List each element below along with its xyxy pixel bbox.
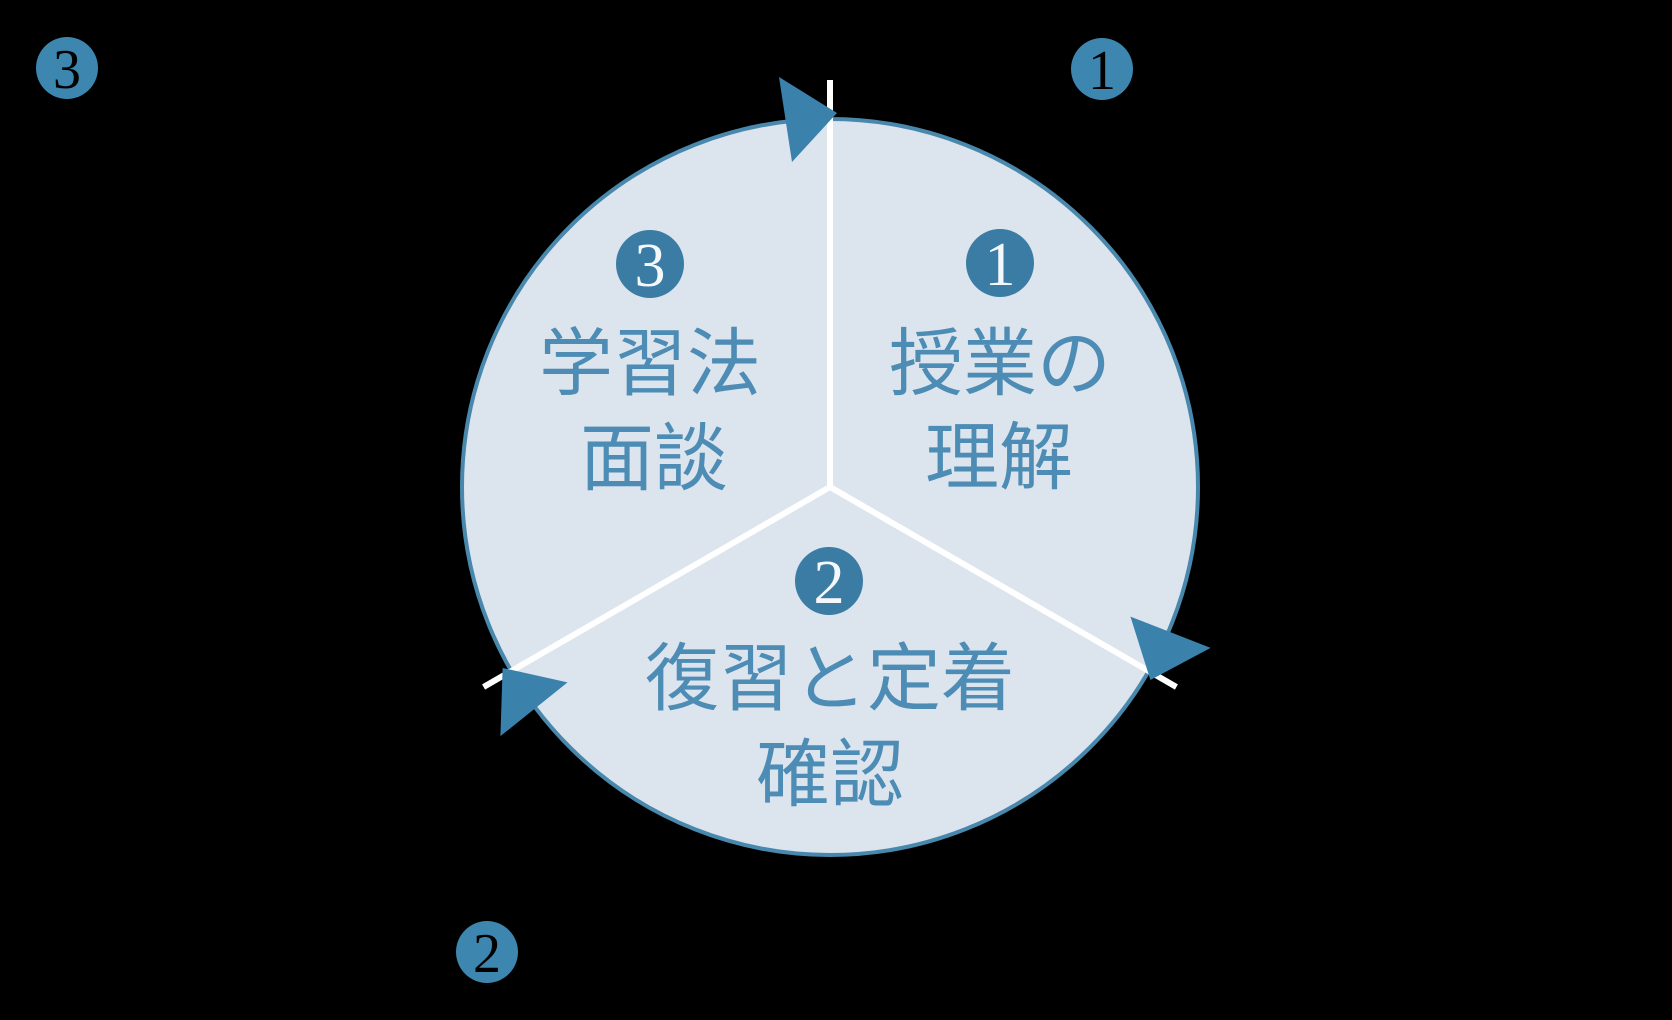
section-3-label-line2: 面談: [580, 419, 728, 501]
section-2-label-line1: 復習と定着: [645, 639, 1015, 721]
section-3-badge-number: 3: [635, 232, 666, 300]
cycle-arrows: [500, 77, 1211, 737]
outer-marker-2-badge: [456, 921, 518, 983]
section-2: 2 復習と定着 確認: [645, 547, 1015, 817]
section-2-badge-number: 2: [814, 549, 845, 617]
section-3-badge: [616, 230, 684, 298]
section-2-label-line2: 確認: [756, 735, 904, 817]
section-1-label-line1: 授業の: [889, 324, 1111, 406]
sector-dividers: [482, 80, 1178, 690]
divider-line-bottom-left: [482, 484, 832, 690]
section-3-label-line1: 学習法: [539, 324, 761, 406]
outer-marker-1: 1: [1071, 38, 1133, 102]
outer-marker-3-badge: [36, 37, 98, 99]
section-2-badge: [795, 547, 863, 615]
outer-marker-3: 3: [36, 37, 98, 101]
section-1-label-line2: 理解: [925, 418, 1073, 500]
outer-marker-3-number: 3: [53, 39, 81, 101]
outer-marker-1-number: 1: [1088, 40, 1116, 102]
clockwise-arrow-bottom-right-icon: [1130, 616, 1211, 681]
section-1: 1 授業の 理解: [889, 229, 1111, 500]
clockwise-arrow-bottom-left-icon: [500, 667, 568, 737]
section-1-badge-number: 1: [985, 231, 1016, 299]
outer-marker-1-badge: [1071, 38, 1133, 100]
section-1-badge: [966, 229, 1034, 297]
outer-marker-2-number: 2: [473, 923, 501, 985]
outer-marker-2: 2: [456, 921, 518, 985]
clockwise-arrow-top-icon: [779, 77, 837, 162]
divider-line-bottom-right: [828, 484, 1178, 690]
section-3: 3 学習法 面談: [539, 230, 761, 501]
